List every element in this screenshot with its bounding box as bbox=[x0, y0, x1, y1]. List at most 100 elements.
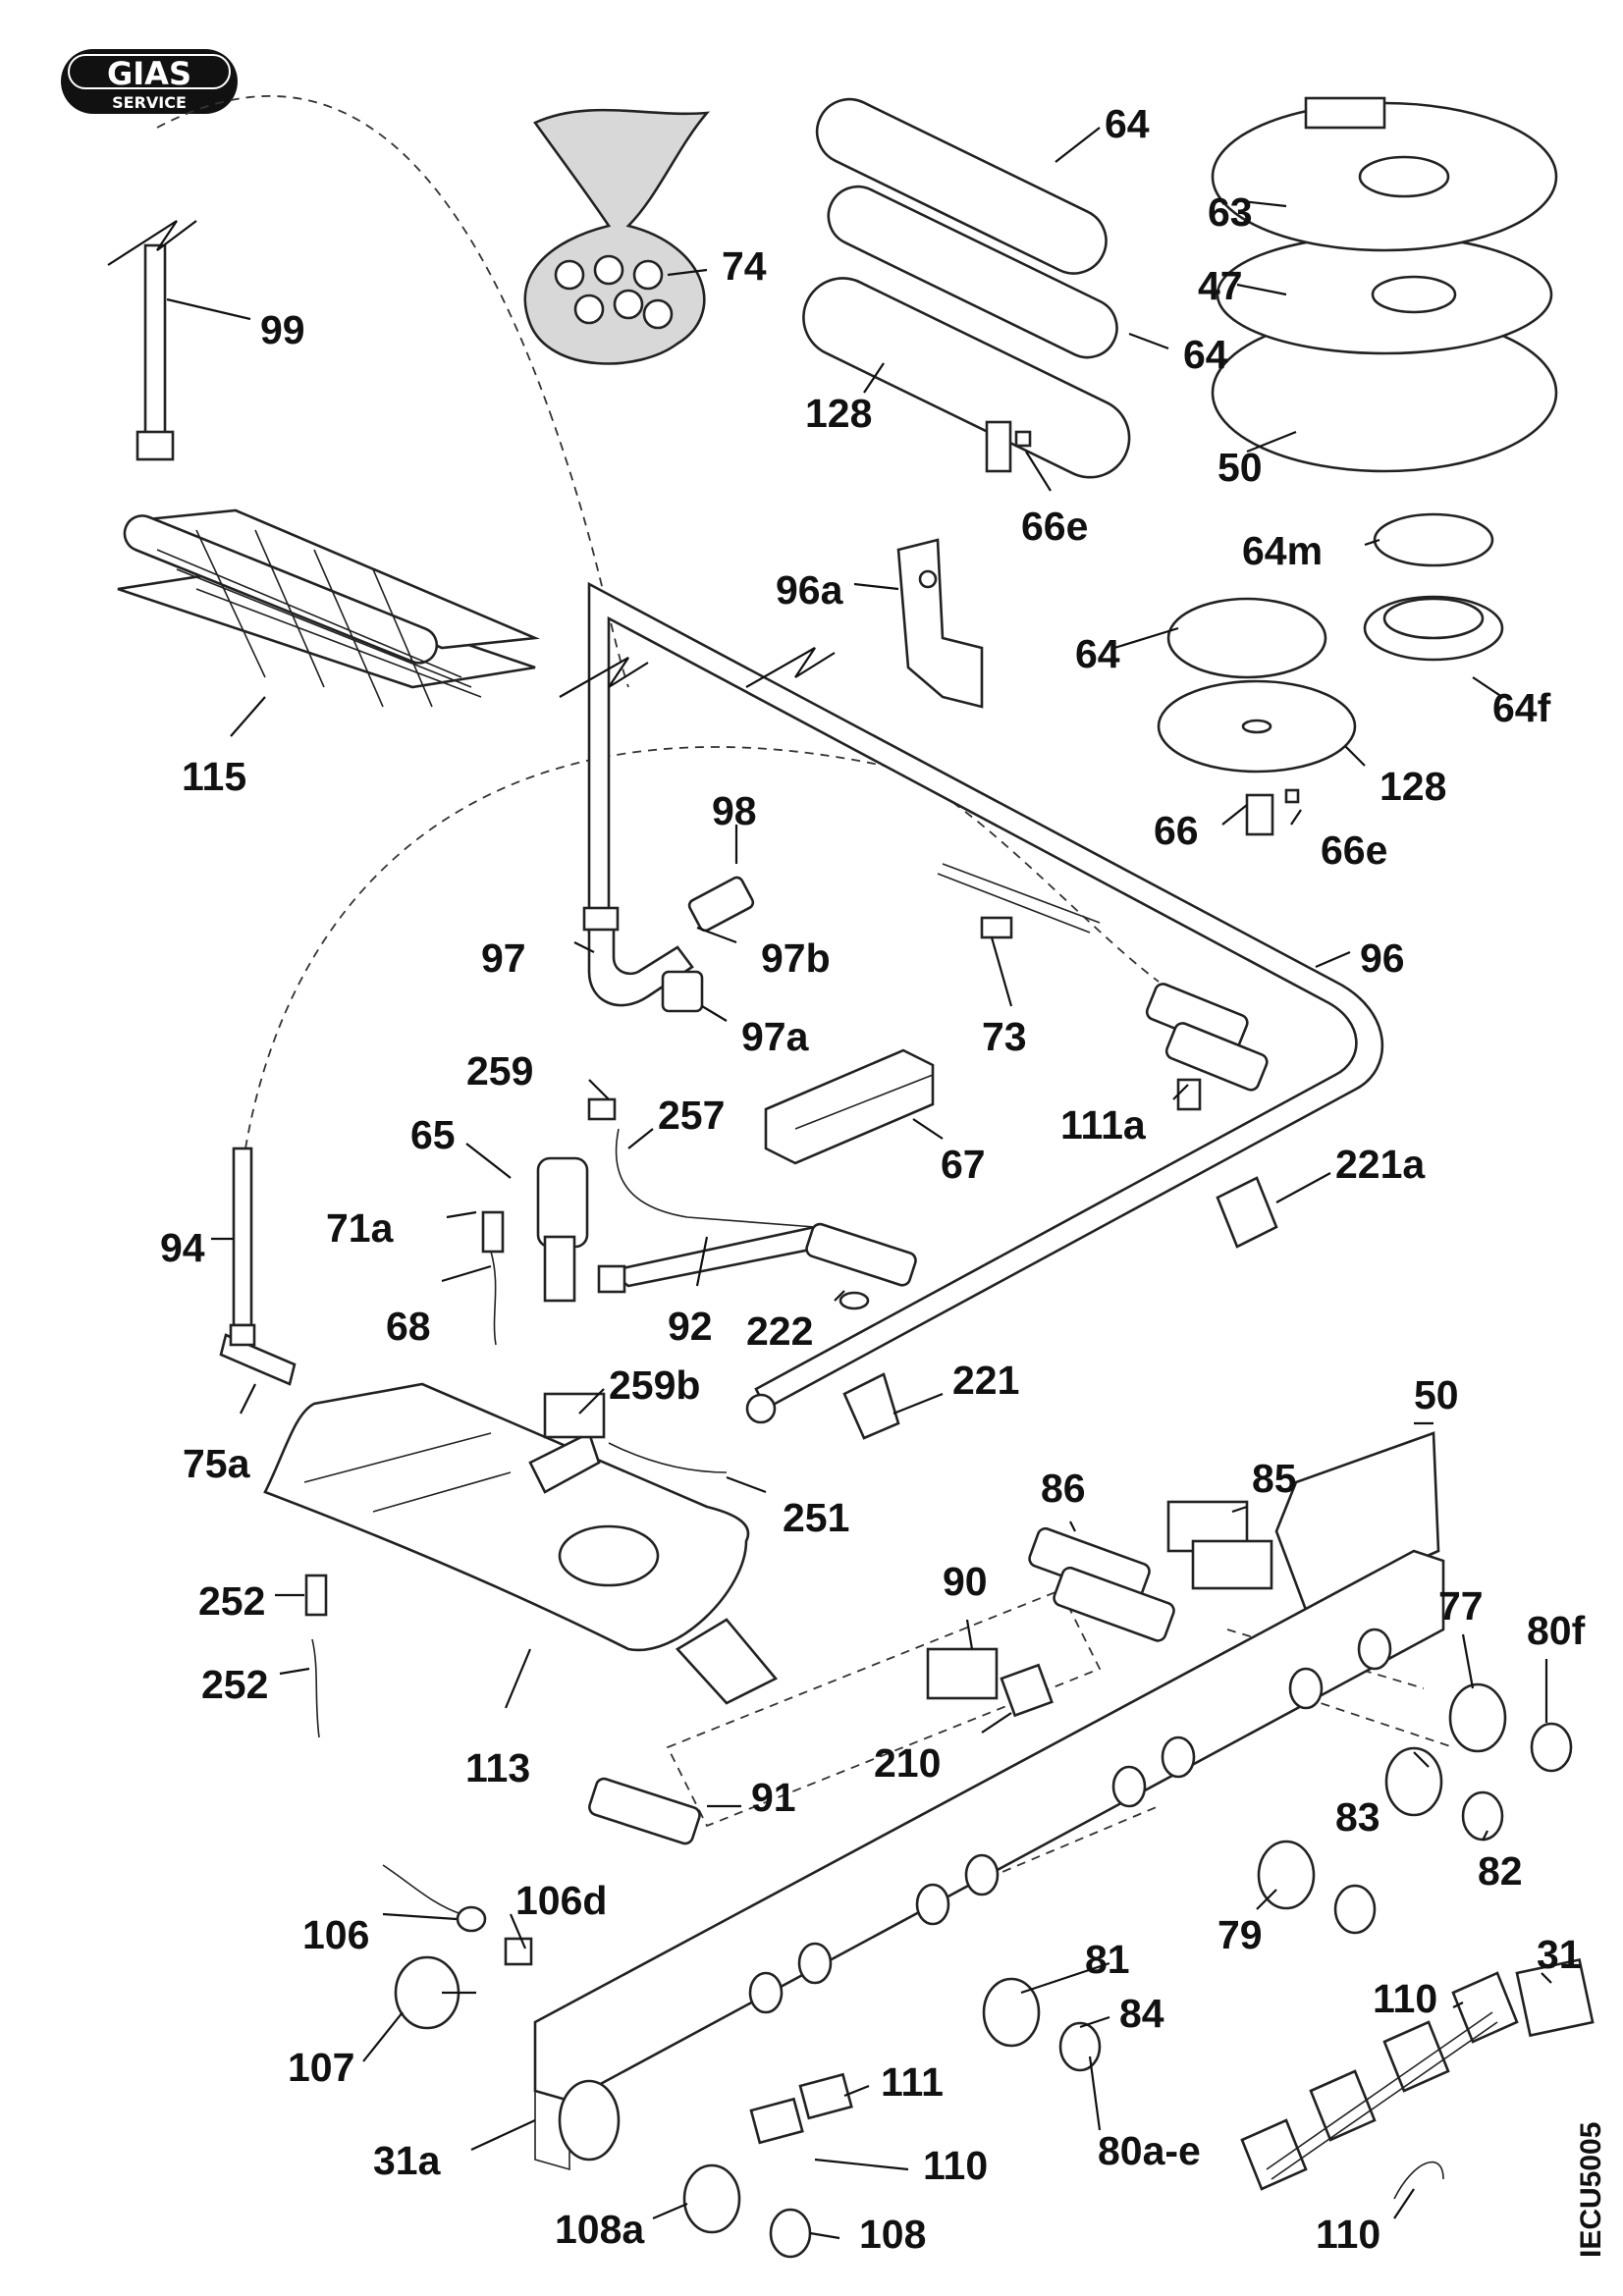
part-64-128-oval-burner bbox=[802, 97, 1131, 479]
label-64-c: 64 bbox=[1075, 631, 1120, 676]
label-73: 73 bbox=[982, 1014, 1027, 1059]
part-97-elbow-fittings bbox=[582, 876, 755, 1013]
label-31: 31 bbox=[1537, 1932, 1582, 1977]
part-74-injector-bag bbox=[523, 108, 711, 365]
part-106-107-timer bbox=[382, 1864, 533, 2030]
label-71a: 71a bbox=[326, 1205, 395, 1251]
label-252-a: 252 bbox=[198, 1578, 265, 1624]
label-222: 222 bbox=[746, 1308, 813, 1354]
label-83: 83 bbox=[1335, 1794, 1380, 1840]
part-labels: 64 63 74 47 99 64 128 50 66e 64m 96a 64 … bbox=[160, 101, 1586, 2257]
label-64-b: 64 bbox=[1183, 332, 1228, 377]
label-96a: 96a bbox=[776, 567, 844, 613]
part-94-75a-pipe-fitting bbox=[219, 1147, 297, 1386]
label-50-a: 50 bbox=[1217, 445, 1263, 490]
part-63-47-50-round-burner bbox=[1211, 96, 1558, 473]
label-96: 96 bbox=[1360, 935, 1405, 981]
part-221a-clip bbox=[1216, 1176, 1278, 1249]
label-84: 84 bbox=[1119, 1991, 1164, 2036]
label-80a-e: 80a-e bbox=[1098, 2128, 1201, 2173]
label-221: 221 bbox=[952, 1358, 1019, 1403]
label-97b: 97b bbox=[761, 935, 831, 981]
label-81: 81 bbox=[1085, 1937, 1130, 1982]
label-110-a: 110 bbox=[1373, 1976, 1437, 2021]
label-99: 99 bbox=[260, 307, 305, 352]
part-96-gas-rail bbox=[559, 581, 1384, 1424]
label-75a: 75a bbox=[183, 1441, 251, 1486]
label-82: 82 bbox=[1478, 1848, 1523, 1894]
label-90: 90 bbox=[943, 1559, 988, 1604]
part-110-111-switches bbox=[749, 2072, 853, 2145]
label-91: 91 bbox=[751, 1775, 796, 1820]
label-108a: 108a bbox=[555, 2207, 645, 2252]
logo-text: GIAS bbox=[107, 55, 191, 92]
label-106d: 106d bbox=[515, 1878, 607, 1923]
part-rail-valves bbox=[1145, 983, 1269, 1111]
part-96a-bracket bbox=[896, 538, 984, 709]
part-110-31-strip bbox=[1240, 1957, 1595, 2200]
part-64-small-round-burner bbox=[1157, 512, 1504, 836]
part-31a-control-panel bbox=[533, 1549, 1445, 2171]
label-92: 92 bbox=[668, 1304, 713, 1349]
part-252-sensor bbox=[304, 1574, 328, 1738]
label-64m: 64m bbox=[1242, 528, 1323, 573]
document-code: IECU5005 bbox=[1575, 2122, 1607, 2258]
part-73-thermocouple bbox=[937, 863, 1101, 939]
label-74: 74 bbox=[722, 243, 767, 289]
part-251-259b-thermostat-probe bbox=[543, 1392, 728, 1473]
part-67-ignition-module bbox=[764, 1048, 935, 1165]
label-128-b: 128 bbox=[1380, 764, 1446, 809]
gias-service-logo: GIAS SERVICE bbox=[61, 49, 238, 114]
label-115: 115 bbox=[182, 754, 246, 799]
label-50-b: 50 bbox=[1414, 1372, 1459, 1417]
label-66: 66 bbox=[1154, 808, 1199, 853]
logo-subtext: SERVICE bbox=[112, 93, 187, 112]
label-66e-a: 66e bbox=[1021, 504, 1088, 549]
label-108: 108 bbox=[859, 2212, 926, 2257]
label-259b: 259b bbox=[609, 1362, 700, 1408]
label-68: 68 bbox=[386, 1304, 431, 1349]
part-115-grill-burner bbox=[117, 508, 541, 708]
label-111: 111 bbox=[881, 2059, 944, 2105]
label-97: 97 bbox=[481, 935, 526, 981]
label-86: 86 bbox=[1041, 1466, 1086, 1511]
label-85: 85 bbox=[1252, 1456, 1297, 1501]
label-64f: 64f bbox=[1492, 685, 1551, 730]
label-257: 257 bbox=[658, 1093, 725, 1138]
label-77: 77 bbox=[1438, 1583, 1484, 1629]
label-65: 65 bbox=[410, 1112, 456, 1157]
part-86-85-valves bbox=[1028, 1500, 1273, 1642]
part-221-clip bbox=[842, 1372, 900, 1440]
label-210: 210 bbox=[874, 1740, 941, 1786]
label-31a: 31a bbox=[373, 2138, 442, 2183]
label-98: 98 bbox=[712, 788, 757, 833]
label-66e-b: 66e bbox=[1321, 828, 1387, 873]
label-97a: 97a bbox=[741, 1014, 810, 1059]
part-90-210-switches bbox=[926, 1647, 1054, 1718]
part-113-oven-burner bbox=[263, 1382, 779, 1705]
label-110-c: 110 bbox=[1316, 2212, 1380, 2257]
label-221a: 221a bbox=[1335, 1142, 1426, 1187]
label-259: 259 bbox=[466, 1048, 533, 1094]
label-94: 94 bbox=[160, 1225, 205, 1270]
part-91-valve bbox=[588, 1777, 701, 1845]
part-99-pipe bbox=[107, 220, 197, 461]
label-128-a: 128 bbox=[805, 391, 872, 436]
label-67: 67 bbox=[941, 1142, 986, 1187]
label-47: 47 bbox=[1198, 263, 1243, 308]
label-252-b: 252 bbox=[201, 1662, 268, 1707]
label-80f: 80f bbox=[1527, 1608, 1586, 1653]
part-65-igniter-assembly bbox=[481, 1097, 917, 1346]
label-106: 106 bbox=[302, 1912, 369, 1957]
label-111a: 111a bbox=[1060, 1102, 1147, 1148]
label-63: 63 bbox=[1208, 189, 1253, 235]
label-251: 251 bbox=[783, 1495, 849, 1540]
label-107: 107 bbox=[288, 2045, 354, 2090]
label-110-b: 110 bbox=[923, 2143, 988, 2188]
label-79: 79 bbox=[1217, 1912, 1263, 1957]
leader-lines bbox=[166, 127, 1552, 2240]
label-113: 113 bbox=[465, 1745, 530, 1790]
knobs-bezels bbox=[682, 1682, 1573, 2259]
label-64-a: 64 bbox=[1105, 101, 1150, 146]
